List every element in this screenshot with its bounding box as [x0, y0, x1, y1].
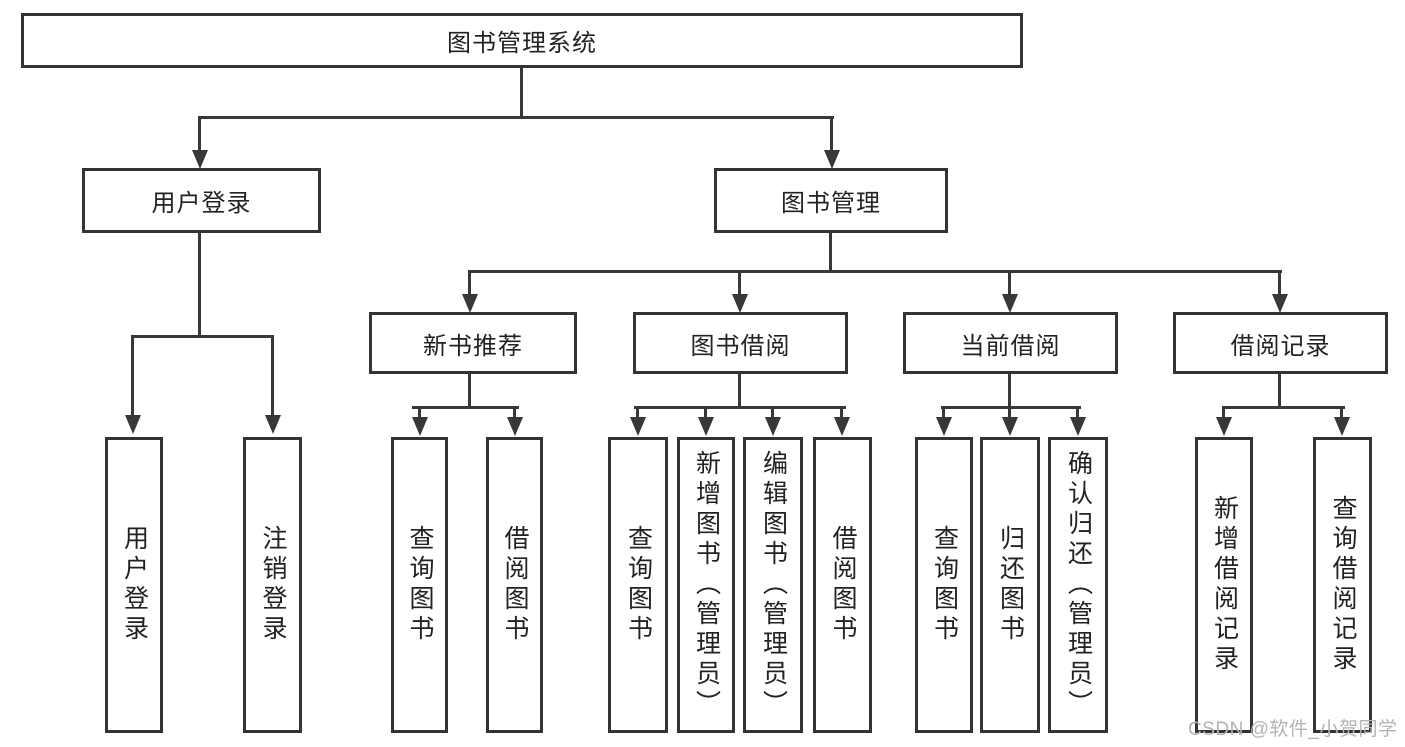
- connector-line: [942, 406, 945, 419]
- leaf-return-book: 归还图书: [980, 437, 1040, 733]
- connector-line: [412, 406, 519, 409]
- connector-line: [271, 335, 274, 417]
- connector-line: [941, 406, 1081, 409]
- connector-line: [840, 406, 843, 419]
- connector-line: [829, 233, 832, 273]
- connector-line: [1008, 270, 1011, 296]
- leaf-borrow-books-recommend: 借阅图书: [486, 437, 543, 733]
- connector-line: [1008, 374, 1011, 409]
- connector-line: [738, 374, 741, 409]
- leaf-query-books-borrowing: 查询图书: [608, 437, 668, 733]
- arrow-down-icon: [1002, 294, 1018, 313]
- connector-line: [1222, 406, 1345, 409]
- connector-line: [198, 116, 834, 119]
- leaf-query-borrow-record: 查询借阅记录: [1313, 437, 1372, 733]
- arrow-down-icon: [1002, 417, 1018, 436]
- arrow-down-icon: [698, 417, 714, 436]
- node-borrowing-records: 借阅记录: [1173, 312, 1388, 374]
- connector-line: [634, 406, 846, 409]
- connector-line: [198, 116, 201, 152]
- connector-line: [131, 335, 274, 338]
- arrow-down-icon: [1334, 417, 1350, 436]
- node-library-system: 图书管理系统: [21, 13, 1023, 68]
- arrow-down-icon: [630, 417, 646, 436]
- leaf-borrow-books-borrowing: 借阅图书: [813, 437, 872, 733]
- leaf-add-book-admin: 新增图书（管理员）: [677, 437, 735, 733]
- connector-line: [1340, 406, 1343, 419]
- connector-line: [131, 335, 134, 417]
- arrow-down-icon: [1216, 417, 1232, 436]
- connector-line: [468, 270, 1282, 273]
- arrow-down-icon: [125, 415, 141, 434]
- connector-line: [198, 233, 201, 338]
- leaf-logout: 注销登录: [243, 437, 302, 733]
- arrow-down-icon: [732, 294, 748, 313]
- connector-line: [1222, 406, 1225, 419]
- connector-line: [520, 68, 523, 118]
- arrow-down-icon: [507, 417, 523, 436]
- leaf-confirm-return-admin: 确认归还（管理员）: [1048, 437, 1108, 733]
- arrow-down-icon: [834, 417, 850, 436]
- connector-line: [704, 406, 707, 419]
- leaf-add-borrow-record: 新增借阅记录: [1195, 437, 1253, 733]
- connector-line: [468, 270, 471, 296]
- connector-line: [1278, 270, 1281, 296]
- arrow-down-icon: [765, 417, 781, 436]
- node-book-management: 图书管理: [714, 168, 948, 233]
- connector-line: [468, 374, 471, 409]
- arrow-down-icon: [1070, 417, 1086, 436]
- csdn-watermark: CSDN @软件_小贺同学: [1188, 719, 1398, 740]
- connector-line: [1008, 406, 1011, 419]
- connector-line: [513, 406, 516, 419]
- node-new-book-recommend: 新书推荐: [369, 312, 577, 374]
- connector-line: [1076, 406, 1079, 419]
- node-current-borrowing: 当前借阅: [903, 312, 1118, 374]
- connector-line: [418, 406, 421, 419]
- connector-line: [1278, 374, 1281, 409]
- arrow-down-icon: [412, 417, 428, 436]
- arrow-down-icon: [824, 150, 840, 169]
- node-user-login-group: 用户登录: [82, 168, 321, 233]
- connector-line: [738, 270, 741, 296]
- arrow-down-icon: [462, 294, 478, 313]
- leaf-user-login: 用户登录: [105, 437, 163, 733]
- arrow-down-icon: [265, 415, 281, 434]
- connector-line: [830, 116, 833, 152]
- leaf-edit-book-admin: 编辑图书（管理员）: [743, 437, 803, 733]
- connector-line: [771, 406, 774, 419]
- leaf-query-books-recommend: 查询图书: [391, 437, 448, 733]
- arrow-down-icon: [936, 417, 952, 436]
- leaf-query-books-current: 查询图书: [915, 437, 973, 733]
- node-book-borrowing: 图书借阅: [633, 312, 848, 374]
- arrow-down-icon: [1272, 294, 1288, 313]
- arrow-down-icon: [192, 150, 208, 169]
- connector-line: [636, 406, 639, 419]
